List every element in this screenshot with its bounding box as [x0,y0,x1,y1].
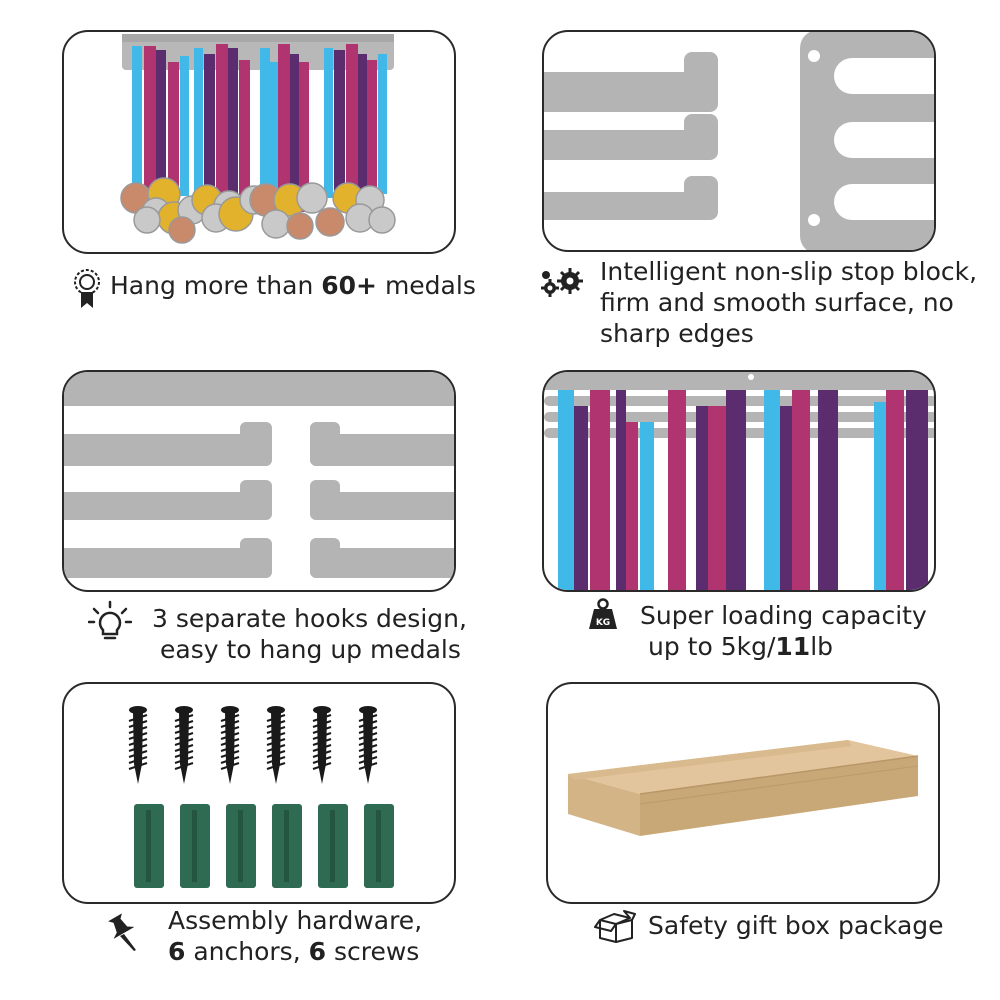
screw-5 [312,706,332,784]
medals-photo-panel [62,30,456,254]
anchor-1 [134,804,164,888]
loaded-hanger-illustration [544,372,934,590]
hardware-caption-mid: anchors, [185,937,309,966]
hooks-caption-line2: easy to hang up medals [160,635,461,664]
anchors-group [134,804,394,888]
hardware-illustration [128,706,394,888]
hardware-caption: Assembly hardware, 6 anchors, 6 screws [168,905,422,967]
stop-block-illustration [544,32,934,250]
stop-block-panel [542,30,936,252]
giftbox-panel [546,682,940,904]
anchor-5 [318,804,348,888]
screw-4 [266,706,286,784]
hooks-illustration [64,372,454,578]
anchor-2 [180,804,210,888]
screws-group [128,706,378,784]
giftbox-caption-text: Safety gift box package [648,911,944,940]
open-box-icon [594,908,636,948]
anchor-3 [226,804,256,888]
lightbulb-icon [87,600,133,648]
screw-3 [220,706,240,784]
medal-hanger-illustration [120,34,396,244]
stop-block-caption-line1: Intelligent non-slip stop block, [600,257,978,286]
capacity-caption-line2-post: lb [810,632,834,661]
gears-icon [536,266,584,304]
medals-caption-pre: Hang more than [110,271,322,300]
capacity-caption-line2-pre: up to 5kg/ [648,632,776,661]
pushpin-icon [104,912,140,956]
screw-6 [358,706,378,784]
stop-block-caption: Intelligent non-slip stop block, firm an… [600,256,977,349]
hooks-panel [62,370,456,592]
screws-count: 6 [308,937,327,966]
cardboard-box-illustration [568,740,919,836]
hooks-caption: 3 separate hooks design, easy to hang up… [152,603,467,665]
capacity-pounds-value: 11 [775,632,811,661]
award-ribbon-icon [72,268,102,314]
hardware-caption-post: screws [326,937,420,966]
capacity-panel [542,370,936,592]
stop-block-caption-line2: firm and smooth surface, no [600,288,954,317]
capacity-caption-line1: Super loading capacity [640,601,927,630]
hardware-panel [62,682,456,904]
hardware-caption-line1: Assembly hardware, [168,906,423,935]
anchor-4 [272,804,302,888]
screw-2 [174,706,194,784]
hooks-caption-line1: 3 separate hooks design, [152,604,467,633]
medals-caption: Hang more than 60+ medals [110,270,476,301]
giftbox-caption: Safety gift box package [648,910,944,941]
stop-block-caption-line3: sharp edges [600,319,754,348]
weight-kg-label: KG [596,618,610,628]
weight-kg-icon: KG [588,598,618,634]
medals-caption-post: medals [377,271,476,300]
medals-count: 60+ [321,271,377,300]
anchor-6 [364,804,394,888]
screw-1 [128,706,148,784]
anchors-count: 6 [168,937,186,966]
capacity-caption: Super loading capacity up to 5kg/11lb [640,600,927,662]
